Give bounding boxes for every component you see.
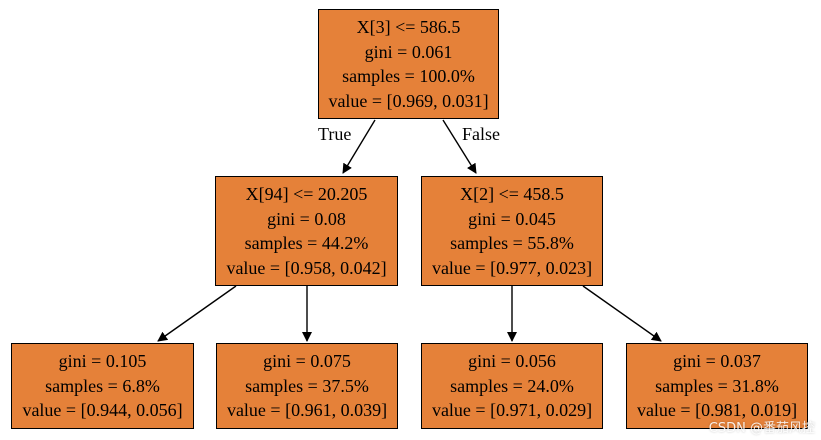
leaf-lr-gini: gini = 0.075 <box>263 351 351 372</box>
right-node: X[2] <= 458.5 gini = 0.045 samples = 55.… <box>421 176 603 286</box>
root-split-rule: X[3] <= 586.5 <box>356 17 461 37</box>
leaf-ll-gini: gini = 0.105 <box>58 351 147 372</box>
leaf-node-rr: gini = 0.037 samples = 31.8% value = [0.… <box>626 343 808 429</box>
leaf-rr-value: value = [0.981, 0.019] <box>636 400 798 421</box>
false-edge-label: False <box>462 124 500 144</box>
leaf-ll-value: value = [0.944, 0.056] <box>22 400 183 421</box>
leaf-lr-samples: samples = 37.5% <box>245 375 369 396</box>
right-split-rule: X[2] <= 458.5 <box>460 184 564 204</box>
true-edge-label: True <box>318 124 352 144</box>
edge-root-right <box>442 119 477 174</box>
leaf-lr-value: value = [0.961, 0.039] <box>226 400 388 421</box>
left-split-rule: X[94] <= 20.205 <box>245 184 368 204</box>
root-gini: gini = 0.061 <box>364 41 453 62</box>
root-samples: samples = 100.0% <box>342 66 475 86</box>
right-value: value = [0.977, 0.023] <box>431 257 593 278</box>
leaf-rr-gini: gini = 0.037 <box>673 351 761 372</box>
leaf-rr-samples: samples = 31.8% <box>655 375 779 396</box>
leaf-rl-samples: samples = 24.0% <box>450 375 574 396</box>
left-gini: gini = 0.08 <box>267 208 346 229</box>
edge-left-leaf-ll <box>157 285 237 342</box>
leaf-ll-samples: samples = 6.8% <box>45 375 160 396</box>
leaf-node-lr: gini = 0.075 samples = 37.5% value = [0.… <box>216 343 398 429</box>
root-value: value = [0.969, 0.031] <box>328 90 489 111</box>
right-samples: samples = 55.8% <box>450 233 574 253</box>
root-node: X[3] <= 586.5 gini = 0.061 samples = 100… <box>318 9 499 119</box>
edge-root-left <box>342 119 376 174</box>
leaf-rl-gini: gini = 0.056 <box>468 351 556 372</box>
edge-right-leaf-rr <box>582 285 662 342</box>
right-gini: gini = 0.045 <box>468 208 556 229</box>
left-node: X[94] <= 20.205 gini = 0.08 samples = 44… <box>215 176 398 286</box>
leaf-node-ll: gini = 0.105 samples = 6.8% value = [0.9… <box>11 343 194 429</box>
csdn-watermark: CSDN @番茄风控 <box>708 421 815 436</box>
leaf-node-rl: gini = 0.056 samples = 24.0% value = [0.… <box>421 343 603 429</box>
left-value: value = [0.958, 0.042] <box>226 257 387 278</box>
left-samples: samples = 44.2% <box>244 233 369 253</box>
leaf-rl-value: value = [0.971, 0.029] <box>431 400 593 421</box>
